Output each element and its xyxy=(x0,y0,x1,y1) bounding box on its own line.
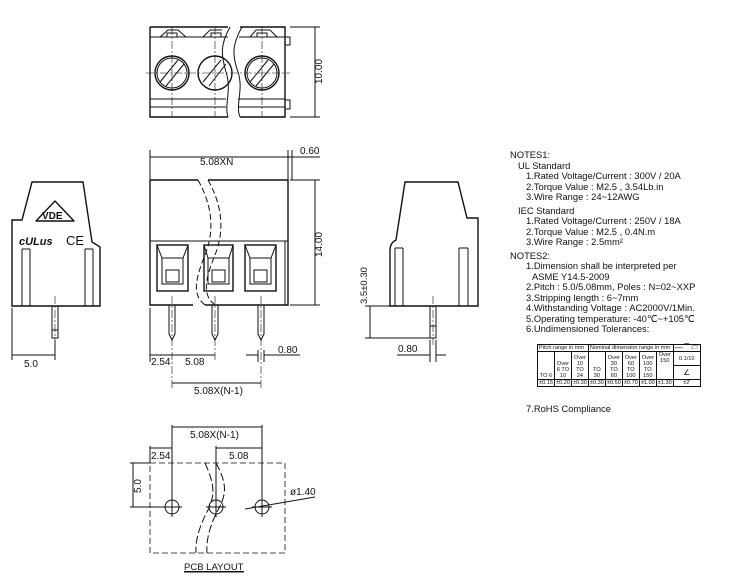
tolerance-table: Pitch range in mm Nominal dimension rang… xyxy=(537,344,701,387)
dim-offset: 0.60 xyxy=(300,146,320,157)
left-side-view: VDE cULus CE 5.0 xyxy=(11,181,101,370)
dim-pin-offset: 5.0 xyxy=(24,359,38,370)
ul-heading: UL Standard xyxy=(518,159,571,171)
right-side-view: 3.5±0.30 0.80 xyxy=(359,181,479,362)
terminal-opening xyxy=(203,244,234,292)
range-cell: Over 100 TO 150 xyxy=(638,351,657,380)
dim-pin: 0.80 xyxy=(278,345,298,356)
dim-span: 5.08X(N-1) xyxy=(194,386,243,397)
notes-block: NOTES1: UL Standard 1.Rated Voltage/Curr… xyxy=(510,149,745,335)
note-item: ASME Y14.5-2009 xyxy=(532,270,610,282)
top-view: 10.00 xyxy=(146,26,325,118)
front-view: 5.08XN 0.60 14.00 2.54 5.08 0.80 5.08X(N… xyxy=(149,146,325,397)
dim-edge: 2.54 xyxy=(151,357,171,368)
dim-span: 5.08X(N-1) xyxy=(190,430,239,441)
tol-cell: ±0.70 xyxy=(621,379,640,387)
range-cell: Over 6 TO 10 xyxy=(553,351,572,380)
pcb-layout-title: PCB LAYOUT xyxy=(184,562,244,573)
range-cell: Over 30 TO 60 xyxy=(604,351,623,380)
note-item: 2.Torque Value : M2.5 , 0.4N.m xyxy=(526,225,656,237)
note-item: 4.Withstanding Voltage : AC2000V/1Min. xyxy=(526,302,695,313)
terminal-opening xyxy=(156,244,189,292)
svg-text:CE: CE xyxy=(66,233,84,248)
tol-cell: ±0.20 xyxy=(553,379,572,387)
tol-cell: ±0.15 xyxy=(537,379,555,387)
dim-width-n: 5.08XN xyxy=(200,157,233,168)
notes2-title: NOTES2: xyxy=(510,249,551,261)
pcb-layout: 5.08X(N-1) 2.54 5.08 5.0 ø1.40 PCB LAYOU… xyxy=(130,425,316,573)
tol-cell: ±1.00 xyxy=(638,379,657,387)
dim-pitch: 5.08 xyxy=(229,451,249,462)
range-cell: Over 60 TO 100 xyxy=(621,351,640,380)
dim-pin: 0.80 xyxy=(398,344,418,355)
dim-hole: ø1.40 xyxy=(290,487,316,498)
note-item: 5.Operating temperature: -40℃~+105℃ xyxy=(526,312,695,324)
dim-edge: 2.54 xyxy=(151,451,171,462)
range-cell: Over 150 xyxy=(655,351,674,380)
note-item: 1.Dimension shall be interpreted per xyxy=(526,260,677,271)
note-item: 3.Stripping length : 6~7mm xyxy=(526,291,639,303)
svg-text:cULus: cULus xyxy=(19,236,53,248)
note-item: 3.Wire Range : 2.5mm² xyxy=(526,236,623,247)
note-item: 3.Wire Range : 24~12AWG xyxy=(526,191,640,202)
notes1-title: NOTES1: xyxy=(510,149,551,160)
dim-height-14: 14.00 xyxy=(314,232,325,257)
note-item: 1.Rated Voltage/Current : 300V / 20A xyxy=(526,170,681,181)
dim-pin-length: 3.5±0.30 xyxy=(359,267,370,304)
rohs-note: 7.RoHS Compliance xyxy=(526,403,611,414)
tol-cell: ±0.30 xyxy=(570,379,589,387)
nominal-header: Nominal dimension range in mm xyxy=(587,344,674,352)
range-cell: TO 30 xyxy=(587,351,606,380)
angle-symbol: ∠ xyxy=(672,365,701,380)
dim-pitch: 5.08 xyxy=(185,357,205,368)
angle-tol-cell: ±2' xyxy=(672,379,701,387)
flatness-cell: 0.1/10 xyxy=(672,351,701,366)
symbol-header: —⌒▱ xyxy=(672,343,701,352)
iec-heading: IEC Standard xyxy=(518,204,575,216)
ul-ce-logo: cULus CE xyxy=(19,233,84,248)
range-cell: Over 10 TO 24 xyxy=(570,351,589,380)
terminal-opening xyxy=(244,244,277,292)
note-item: 2.Pitch : 5.0/5.08mm, Poles : N=02~XXP xyxy=(526,281,696,292)
range-cell: TO 6 xyxy=(537,351,555,380)
svg-text:VDE: VDE xyxy=(42,211,63,222)
note-item: 6.Undimensioned Tolerances: xyxy=(526,323,650,334)
tol-cell: ±0.30 xyxy=(587,379,606,387)
vde-logo: VDE xyxy=(35,200,75,222)
pitch-header: Pitch range in mm xyxy=(537,344,589,352)
tol-cell: ±1.30 xyxy=(655,379,674,387)
note-item: 2.Torque Value : M2.5 , 3.54Lb.in xyxy=(526,180,664,192)
dim-height-10: 10.00 xyxy=(314,59,325,84)
tol-cell: ±0.50 xyxy=(604,379,623,387)
note-item: 1.Rated Voltage/Current : 250V / 18A xyxy=(526,215,681,226)
dim-row: 5.0 xyxy=(133,479,144,493)
